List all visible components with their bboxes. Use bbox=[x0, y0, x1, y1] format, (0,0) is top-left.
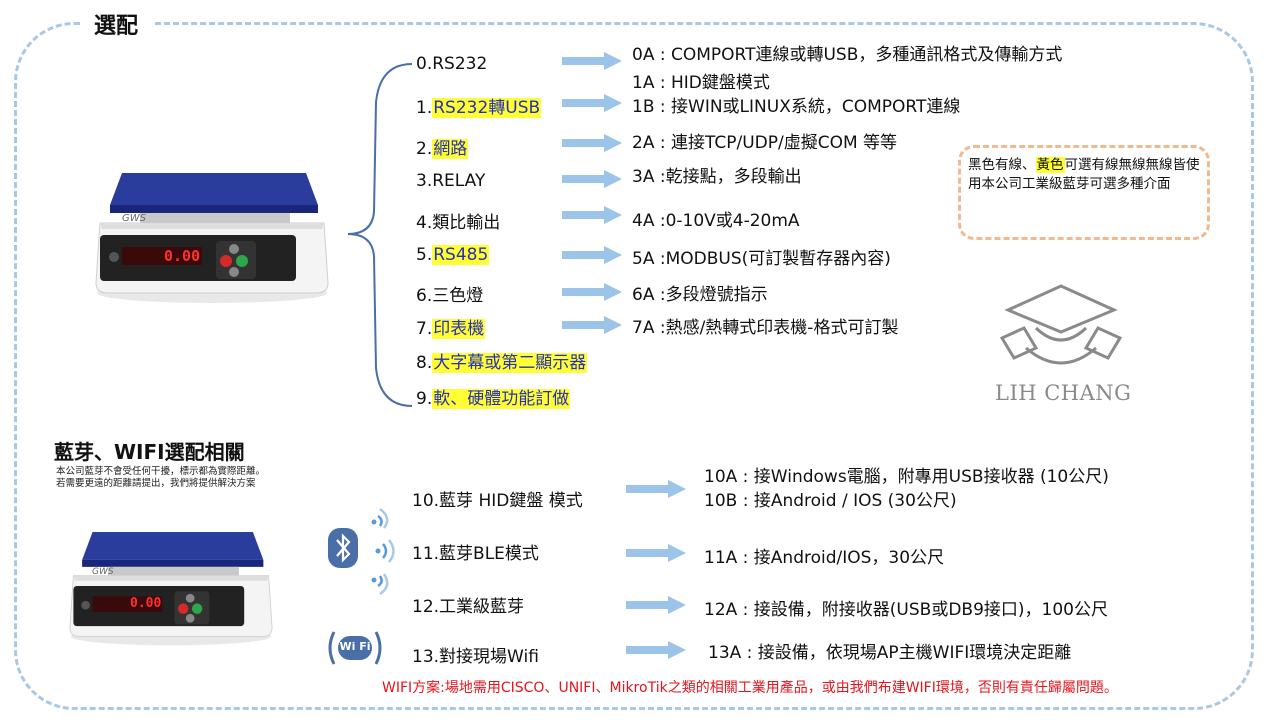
option-9: 9.軟、硬體功能訂做 bbox=[416, 389, 571, 409]
option-label: 印表機 bbox=[432, 319, 486, 339]
option-8: 8.大字幕或第二顯示器 bbox=[416, 353, 588, 373]
desc-3a: 3A :乾接點，多段輸出 bbox=[632, 167, 802, 187]
bluetooth-section-note: 本公司藍芽不會受任何干擾，標示都為實際距離。 若需要更遠的距離請提出，我們將提供… bbox=[56, 466, 266, 489]
outer-frame bbox=[14, 22, 1254, 710]
wifi-footer-note: WIFI方案:場地需用CISCO、UNIFI、MikroTik之類的相關工業用產… bbox=[382, 680, 1118, 696]
wifi-icon: Wi Fi bbox=[326, 628, 384, 668]
desc-2a: 2A : 連接TCP/UDP/虛擬COM 等等 bbox=[632, 133, 898, 153]
arrow-6 bbox=[562, 283, 622, 301]
desc-7a: 7A :熱感/熱轉式印表機-格式可訂製 bbox=[632, 318, 899, 338]
bt-item-13: 13.對接現場Wifi bbox=[412, 647, 539, 667]
arrow-10 bbox=[626, 480, 686, 498]
note-text: 黑色有線、黃色可選有線無線無線皆使用本公司工業級藍芽可選多種介面 bbox=[968, 157, 1200, 192]
option-label: 軟、硬體功能訂做 bbox=[432, 389, 571, 409]
option-3: 3.RELAY bbox=[416, 171, 486, 191]
arrow-2 bbox=[562, 134, 622, 152]
page-title: 選配 bbox=[80, 8, 153, 40]
scale-image-bottom: GWS 0.00 bbox=[66, 525, 276, 647]
bluetooth-icon bbox=[328, 528, 358, 568]
bt-desc-13a: 13A : 接設備，依現場AP主機WIFI環境決定距離 bbox=[708, 643, 1072, 663]
option-1: 1.RS232轉USB bbox=[416, 98, 542, 118]
bt-item-12: 12.工業級藍芽 bbox=[412, 597, 525, 617]
arrow-13 bbox=[626, 641, 686, 659]
option-label: RS485 bbox=[432, 245, 490, 265]
signal-icon-1 bbox=[371, 508, 389, 529]
option-label: 三色燈 bbox=[432, 286, 484, 306]
option-label: RELAY bbox=[432, 171, 486, 191]
desc-4a: 4A :0-10V或4-20mA bbox=[632, 211, 800, 231]
bluetooth-section-title: 藍芽、WIFI選配相關 bbox=[54, 440, 245, 464]
arrow-5 bbox=[562, 246, 622, 264]
option-0: 0.RS232 bbox=[416, 54, 488, 74]
option-7: 7.印表機 bbox=[416, 319, 486, 339]
arrow-11 bbox=[626, 544, 686, 562]
scale-brand-label: GWS bbox=[92, 567, 114, 577]
bt-desc-12a: 12A : 接設備，附接收器(USB或DB9接口)，100公尺 bbox=[704, 600, 1108, 620]
bt-item-10: 10.藍芽 HID鍵盤 模式 bbox=[412, 491, 583, 511]
signal-icon-2 bbox=[375, 539, 395, 563]
desc-1a: 1A : HID鍵盤模式 bbox=[632, 73, 770, 93]
desc-0a: 0A : COMPORT連線或轉USB，多種通訊格式及傳輸方式 bbox=[632, 45, 1063, 65]
option-label: RS232轉USB bbox=[432, 98, 542, 118]
arrow-0 bbox=[562, 52, 622, 70]
signal-icon-3 bbox=[371, 573, 389, 596]
arrow-4 bbox=[562, 206, 622, 224]
bt-desc-11a: 11A : 接Android/IOS，30公尺 bbox=[704, 548, 945, 568]
note-box bbox=[958, 145, 1210, 240]
option-label: 類比輸出 bbox=[432, 213, 501, 233]
arrow-3 bbox=[562, 170, 622, 188]
scale-brand-label: GWS bbox=[122, 213, 146, 224]
scale-image-top: GWS 0.00 bbox=[92, 165, 332, 305]
lih-chang-logo-icon bbox=[999, 284, 1123, 365]
option-4: 4.類比輸出 bbox=[416, 213, 501, 233]
arrow-1 bbox=[562, 94, 622, 112]
options-brace bbox=[347, 63, 413, 407]
bt-desc-10b: 10B : 接Android / IOS (30公尺) bbox=[704, 491, 957, 511]
arrow-7 bbox=[562, 316, 622, 334]
option-5: 5.RS485 bbox=[416, 245, 490, 265]
option-label: 網路 bbox=[432, 139, 469, 159]
option-2: 2.網路 bbox=[416, 139, 469, 159]
desc-6a: 6A :多段燈號指示 bbox=[632, 285, 768, 305]
wifi-icon-label: Wi Fi bbox=[339, 640, 371, 653]
scale-display-readout: 0.00 bbox=[164, 247, 201, 265]
desc-5a: 5A :MODBUS(可訂製暫存器內容) bbox=[632, 249, 891, 269]
arrow-12 bbox=[626, 596, 686, 614]
option-label: RS232 bbox=[432, 54, 488, 74]
scale-display-readout: 0.00 bbox=[130, 596, 162, 611]
lih-chang-logo-text: LIH CHANG bbox=[995, 381, 1132, 405]
bt-desc-10a: 10A : 接Windows電腦，附專用USB接收器 (10公尺) bbox=[704, 467, 1109, 487]
option-6: 6.三色燈 bbox=[416, 286, 484, 306]
desc-1b: 1B : 接WIN或LINUX系統，COMPORT連線 bbox=[632, 97, 961, 117]
option-label: 大字幕或第二顯示器 bbox=[432, 353, 588, 373]
note-highlight: 黃色 bbox=[1035, 157, 1065, 173]
bt-item-11: 11.藍芽BLE模式 bbox=[412, 544, 539, 564]
